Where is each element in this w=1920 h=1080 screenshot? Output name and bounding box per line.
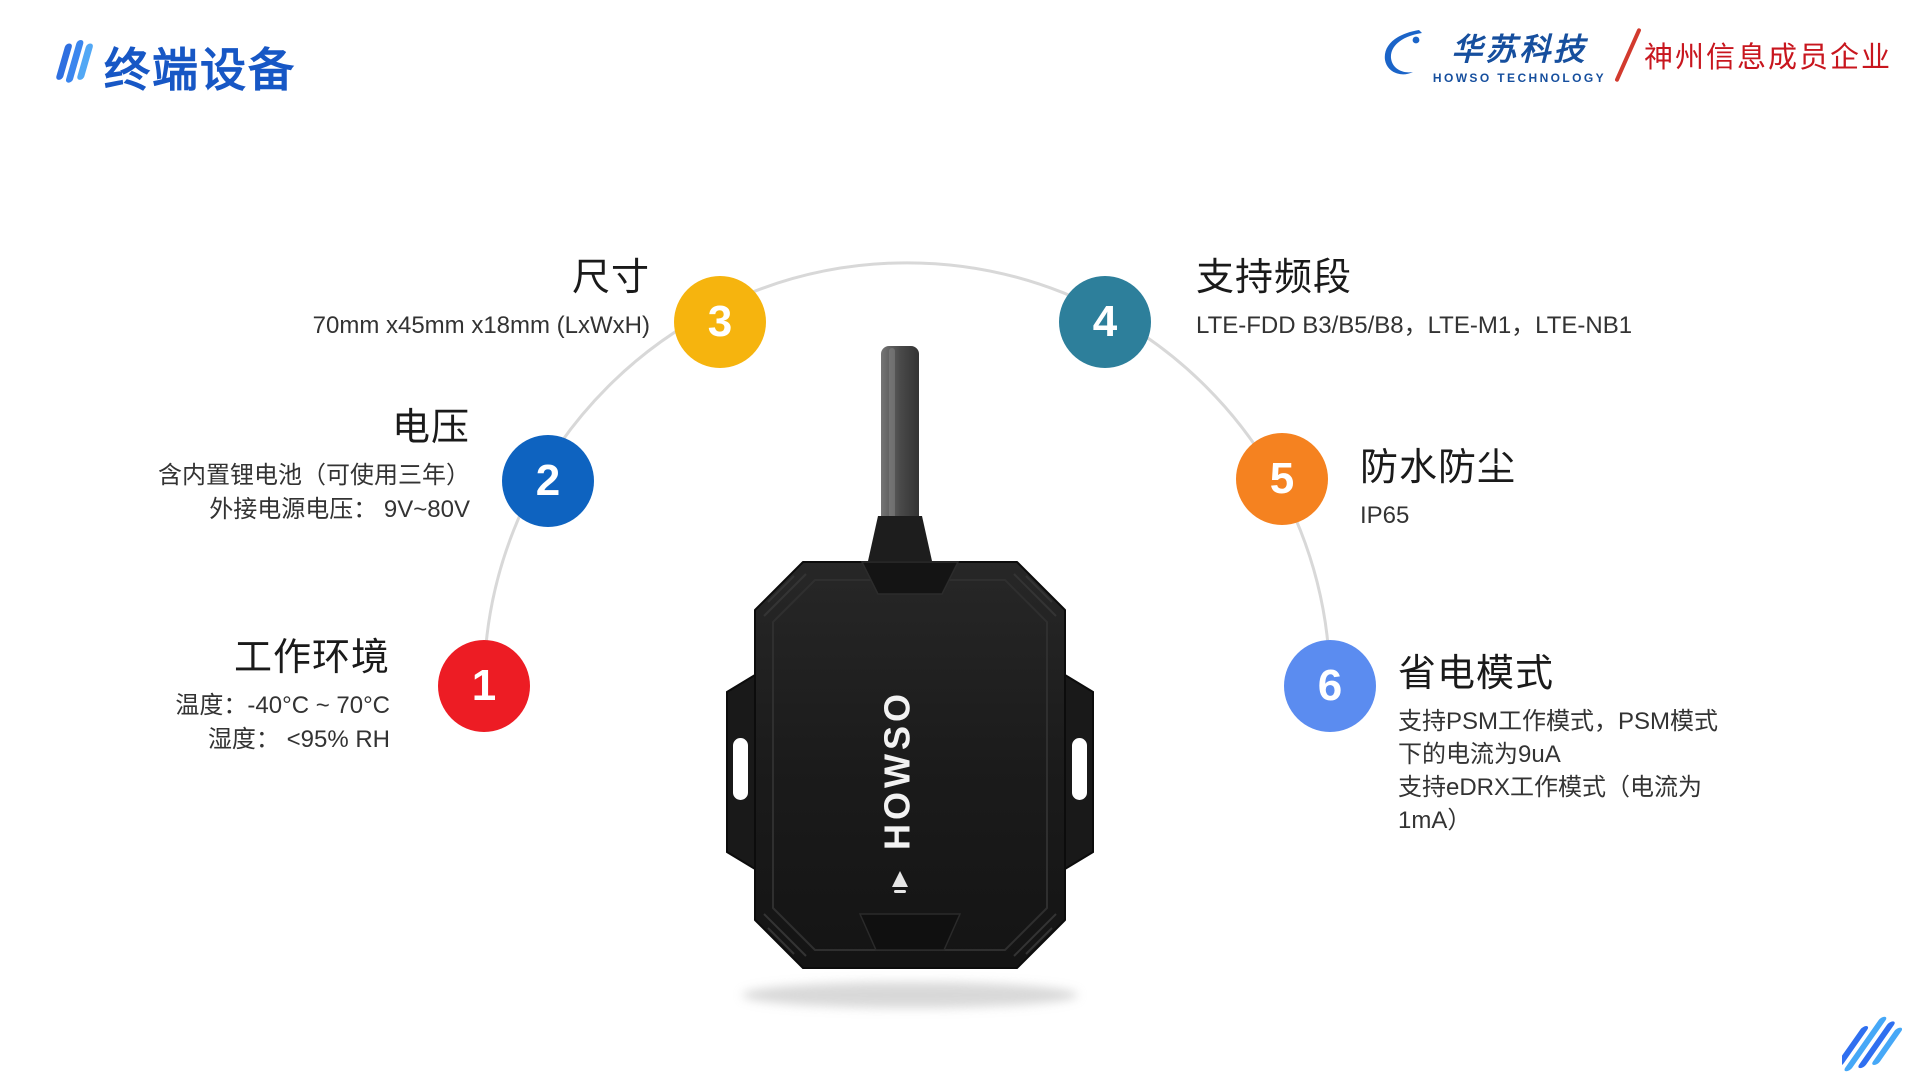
- corner-bars-decoration: [1836, 1008, 1920, 1080]
- brand-slash-divider: [1614, 27, 1642, 82]
- step-badge-2: 2: [502, 435, 594, 527]
- device-shadow: [742, 982, 1078, 1008]
- feature-detail-line: 外接电源电压： 9V~80V: [209, 496, 470, 523]
- brand-name-cn: 华苏科技: [1451, 32, 1588, 67]
- brand-affiliation: 神州信息成员企业: [1643, 41, 1892, 74]
- feature-bands: 支持频段 LTE-FDD B3/B5/B8，LTE-M1，LTE-NB1: [1196, 246, 1836, 343]
- title-bars-icon: [44, 26, 100, 101]
- page-title: 终端设备: [104, 44, 296, 96]
- device-cable: [881, 346, 919, 528]
- device-illustration: HOWSO: [720, 340, 1100, 1035]
- feature-detail-line: IP65: [1360, 502, 1410, 529]
- feature-detail-line: LTE-FDD B3/B5/B8，LTE-M1，LTE-NB1: [1196, 312, 1633, 339]
- feature-title: 电压: [391, 407, 470, 449]
- step-badge-4: 4: [1059, 276, 1151, 368]
- feature-detail-line: 下的电流为9uA: [1398, 741, 1561, 768]
- howso-logo-swoosh-icon: [1375, 24, 1425, 85]
- brand-logo: 华苏科技 HOWSO TECHNOLOGY 神州信息成员企业: [1375, 24, 1892, 85]
- feature-detail-line: 支持eDRX工作模式（电流为: [1398, 774, 1703, 801]
- feature-voltage: 电压 含内置锂电池（可使用三年） 外接电源电压： 9V~80V: [50, 396, 470, 527]
- feature-waterproof: 防水防尘 IP65: [1360, 436, 1680, 533]
- feature-detail-line: 1mA）: [1398, 807, 1472, 834]
- feature-title: 省电模式: [1398, 653, 1555, 695]
- step-badge-3: 3: [674, 276, 766, 368]
- feature-title: 工作环境: [233, 637, 390, 679]
- feature-title: 支持频段: [1196, 257, 1353, 299]
- brand-name-en: HOWSO TECHNOLOGY: [1432, 71, 1606, 85]
- feature-detail-line: 70mm x45mm x18mm (LxWxH): [312, 312, 650, 339]
- feature-title: 防水防尘: [1360, 447, 1517, 489]
- feature-detail-line: 湿度： <95% RH: [207, 726, 390, 753]
- feature-title: 尺寸: [571, 257, 650, 299]
- feature-detail-line: 含内置锂电池（可使用三年）: [158, 462, 470, 489]
- step-badge-6: 6: [1284, 640, 1376, 732]
- step-badge-1: 1: [438, 640, 530, 732]
- feature-work-environment: 工作环境 温度：-40°C ~ 70°C 湿度： <95% RH: [30, 626, 390, 757]
- feature-detail-line: 温度：-40°C ~ 70°C: [175, 692, 390, 719]
- device-brand-label: HOWSO: [877, 690, 918, 850]
- feature-detail-line: 支持PSM工作模式，PSM模式: [1398, 708, 1719, 735]
- feature-power-saving: 省电模式 支持PSM工作模式，PSM模式 下的电流为9uA 支持eDRX工作模式…: [1398, 642, 1838, 837]
- feature-dimensions: 尺寸 70mm x45mm x18mm (LxWxH): [160, 246, 650, 343]
- step-badge-5: 5: [1236, 433, 1328, 525]
- mount-hole-left: [733, 738, 748, 800]
- mount-hole-right: [1072, 738, 1087, 800]
- device-logo-mark: [892, 871, 908, 893]
